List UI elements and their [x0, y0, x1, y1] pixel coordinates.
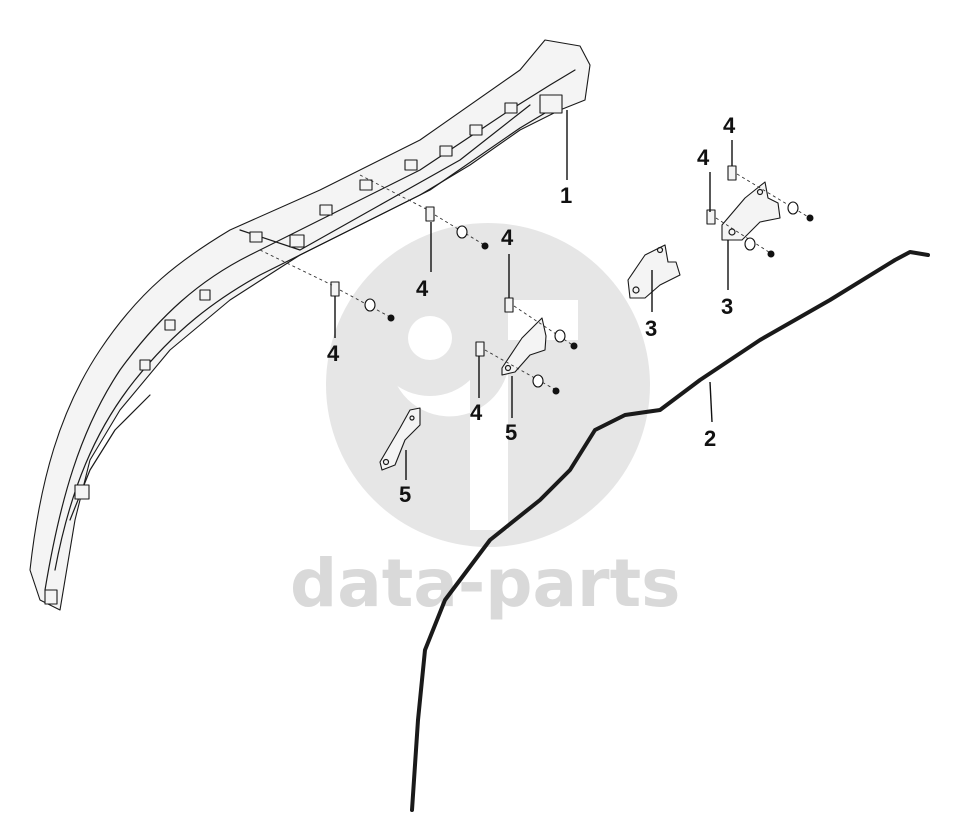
watermark-text: data-parts: [290, 545, 680, 622]
trim-strip: [410, 250, 930, 812]
fastener-set-c: [504, 297, 578, 350]
data-parts-logo-icon: [326, 223, 650, 547]
callout-4-lower: 4: [470, 400, 483, 425]
bracket-3-right: [721, 181, 781, 241]
callout-4-left: 4: [327, 341, 340, 366]
leader-lines: [334, 110, 733, 480]
callout-3-right: 3: [721, 294, 733, 319]
fastener-set-d: [475, 341, 560, 395]
bracket-5-top: [501, 317, 547, 376]
callout-labels: 1 2 3 3 4 4 4 4 4 4 5 5: [327, 113, 736, 507]
callout-4-mid: 4: [501, 225, 514, 250]
bumper-cover: [29, 39, 591, 611]
callout-5-mid: 5: [505, 420, 517, 445]
fastener-set-a: [259, 249, 395, 322]
callout-4-right: 4: [697, 145, 710, 170]
callout-4-center: 4: [416, 276, 429, 301]
fastener-set-f: [706, 209, 775, 258]
callout-4-top-right: 4: [723, 113, 736, 138]
bracket-5-bottom: [379, 407, 421, 471]
fastener-set-b: [359, 174, 489, 250]
callout-2: 2: [704, 426, 716, 451]
bracket-3-left: [627, 244, 681, 299]
callout-1: 1: [560, 183, 572, 208]
callout-3-left: 3: [645, 316, 657, 341]
callout-5-lower: 5: [399, 482, 411, 507]
fastener-set-e: [727, 165, 814, 222]
bumper-clips: [44, 94, 563, 605]
